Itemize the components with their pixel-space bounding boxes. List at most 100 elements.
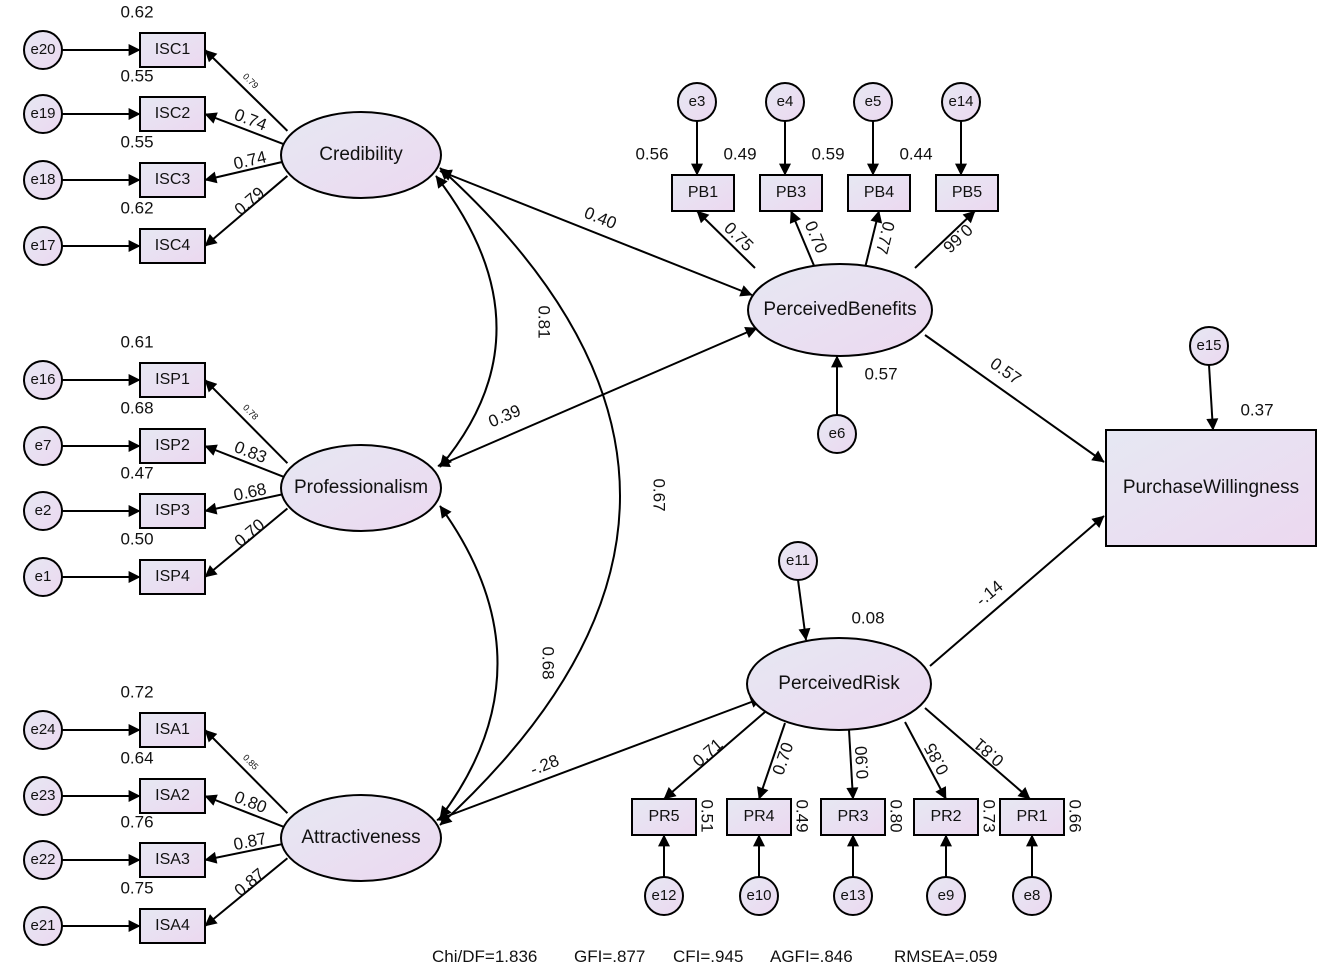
indicator-isp4 [139, 559, 206, 595]
indicator-pb3 [759, 174, 823, 212]
loading-attr-isa3 [204, 842, 288, 864]
r2-pr5: 0.51 [698, 799, 717, 832]
indicator-isp1-label: ISP1 [155, 371, 190, 388]
latent-pb [747, 263, 933, 357]
error-e9-label: e9 [938, 887, 955, 904]
r2-pb: 0.57 [864, 364, 897, 383]
error-e9 [926, 876, 966, 916]
indicator-pr2-label: PR2 [930, 808, 961, 825]
error-e16-label: e16 [30, 371, 55, 388]
error-e5 [853, 82, 893, 122]
error-e11-label: e11 [786, 552, 810, 569]
error-e15-label: e15 [1196, 337, 1221, 354]
error-e18-label: e18 [30, 171, 55, 188]
indicator-isc1 [139, 32, 206, 68]
loading-prof-isp3 [204, 492, 288, 515]
indicator-isc3-label: ISC3 [155, 171, 191, 188]
r2-pb1: 0.56 [635, 144, 668, 163]
indicator-pr1-label: PR1 [1016, 808, 1047, 825]
path-cred-pb [439, 169, 753, 297]
r2-isc3: 0.55 [120, 132, 153, 151]
latent-prof [280, 444, 442, 532]
loading-prof-isp2 [204, 444, 288, 480]
indicator-pb5 [935, 174, 999, 212]
indicator-isp1 [139, 362, 206, 398]
loading-label-isp4: 0.70 [231, 515, 269, 551]
loading-label-pr4: 0.70 [769, 740, 798, 777]
error-e3 [677, 82, 717, 122]
error-e19 [23, 94, 63, 134]
loading-label-isc3: 0.74 [232, 147, 269, 173]
error-e22 [23, 840, 63, 880]
indicator-pr4-label: PR4 [743, 808, 774, 825]
error-e3-label: e3 [689, 93, 706, 110]
r2-pr4: 0.49 [793, 799, 812, 832]
error-e24 [23, 710, 63, 750]
error-e12-label: e12 [651, 887, 676, 904]
loading-cred-isc2 [204, 112, 288, 147]
path-label-prof-pb: 0.39 [486, 401, 524, 431]
error-e13 [833, 876, 873, 916]
indicator-pb1-label: PB1 [688, 184, 718, 201]
loading-pb-pb3 [789, 210, 816, 269]
error-e1-label: e1 [35, 568, 52, 585]
r2-pr2: 0.73 [980, 799, 999, 832]
indicator-isc2 [139, 96, 206, 132]
loading-label-isa2: 0.80 [232, 787, 270, 817]
error-e5-label: e5 [865, 93, 882, 110]
indicator-pr3-label: PR3 [837, 808, 868, 825]
fit-agfi: AGFI=.846 [770, 947, 853, 966]
indicator-pb5-label: PB5 [952, 184, 982, 201]
indicator-pb3-label: PB3 [776, 184, 806, 201]
indicator-isa1-label: ISA1 [155, 721, 190, 738]
r2-pr1: 0.66 [1066, 799, 1085, 832]
indicator-isa2-label: ISA2 [155, 787, 190, 804]
loading-label-pr3: 0.90 [852, 745, 873, 779]
loading-label-pb3: 0.70 [801, 218, 831, 256]
fit-chidf: Chi/DF=1.836 [432, 947, 537, 966]
error-e6-label: e6 [829, 425, 846, 442]
loading-label-isc4: 0.79 [231, 183, 269, 219]
fit-cfi: CFI=.945 [673, 947, 743, 966]
path-pr-pw [929, 515, 1105, 667]
error-e4 [765, 82, 805, 122]
loading-pr-pr3 [846, 729, 859, 800]
r2-isa3: 0.76 [120, 812, 153, 831]
indicator-isa3 [139, 842, 206, 878]
error-e24-label: e24 [30, 721, 55, 738]
indicator-pb1 [671, 174, 735, 212]
r2-isc1: 0.62 [120, 2, 153, 21]
error-e23-label: e23 [30, 787, 55, 804]
loading-pb-pb4 [864, 210, 883, 269]
error-e4-label: e4 [777, 93, 794, 110]
indicator-pr4 [726, 798, 792, 836]
error-e8-label: e8 [1024, 887, 1041, 904]
indicator-isa2 [139, 778, 206, 814]
indicator-isa4 [139, 908, 206, 944]
latent-attr-label: Attractiveness [301, 827, 420, 848]
r2-isa4: 0.75 [120, 878, 153, 897]
loading-label-isp3: 0.68 [232, 479, 268, 505]
loading-cred-isc1 [204, 49, 289, 132]
error-e10-label: e10 [746, 887, 771, 904]
edge-e15-pw [1206, 364, 1219, 431]
error-e20-label: e20 [30, 41, 55, 58]
loading-label-isp2: 0.83 [232, 437, 270, 467]
indicator-pr5 [631, 798, 697, 836]
error-e17 [23, 226, 63, 266]
indicator-pb4-label: PB4 [864, 184, 894, 201]
indicator-isc3 [139, 162, 206, 198]
r2-pr: 0.08 [851, 608, 884, 627]
error-e14 [941, 82, 981, 122]
latent-cred [280, 111, 442, 199]
loading-pb-pb5 [914, 210, 976, 269]
error-e21-label: e21 [30, 917, 55, 934]
path-attr-pr [436, 696, 763, 822]
r2-pr3: 0.80 [887, 799, 906, 832]
error-e12 [644, 876, 684, 916]
error-e11 [778, 541, 818, 581]
r2-isp1: 0.61 [120, 332, 153, 351]
path-pb-pw [924, 334, 1105, 463]
error-e14-label: e14 [948, 93, 973, 110]
corr-label-cred-attr: 0.67 [650, 478, 669, 511]
